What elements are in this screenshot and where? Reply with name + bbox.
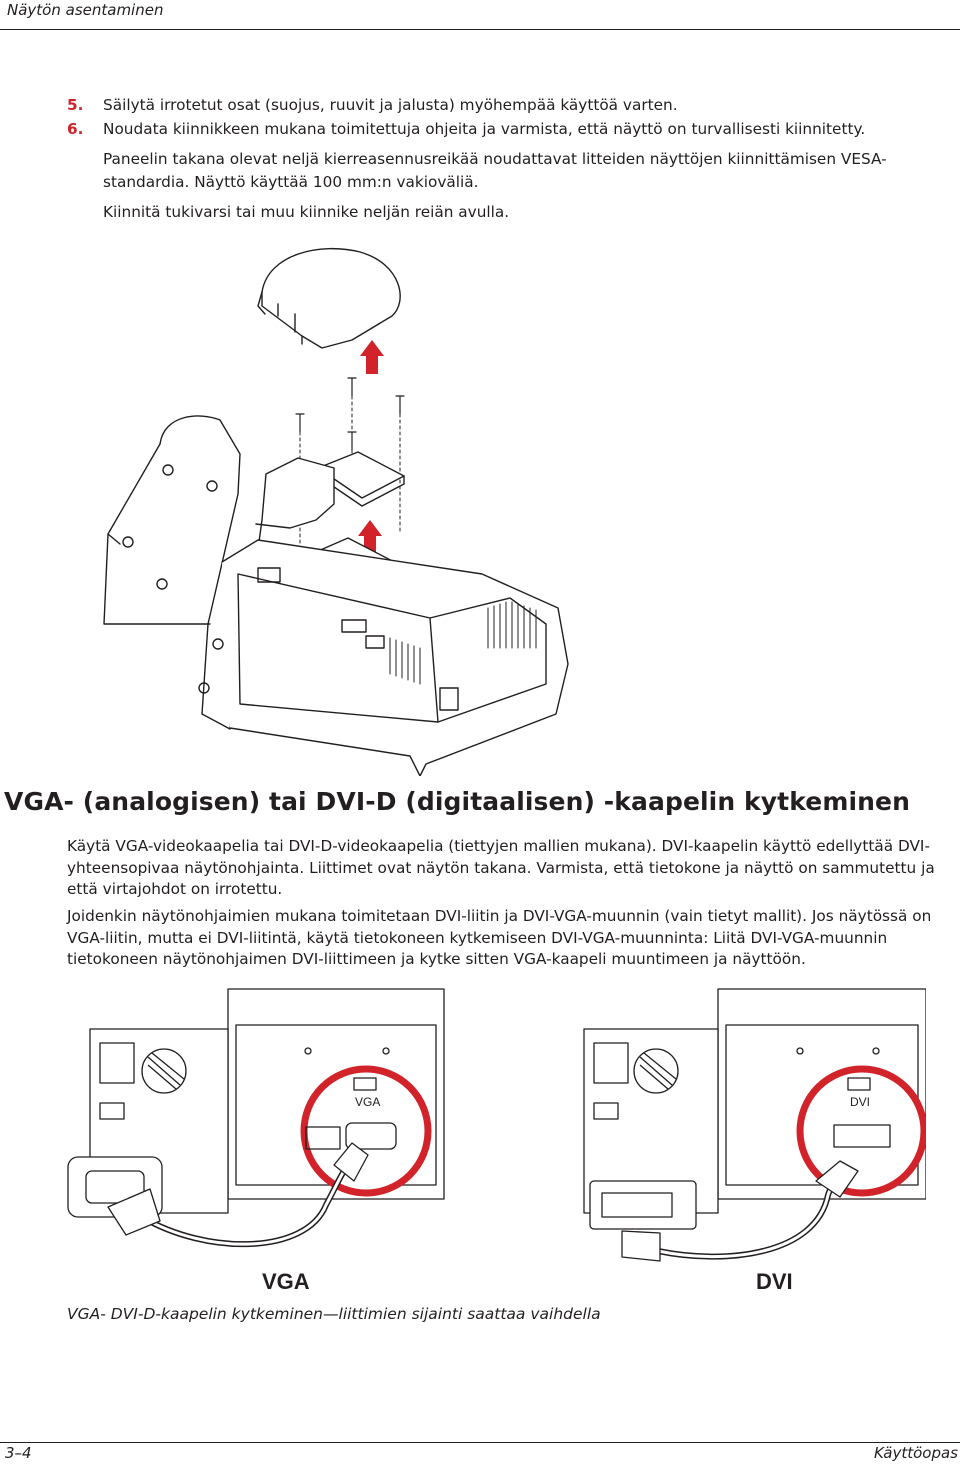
pc-tower — [583, 1028, 719, 1214]
red-arrow-up-icon — [360, 340, 384, 374]
dvi-port-label: DVI — [850, 1095, 870, 1109]
port-magnifier — [300, 1065, 432, 1197]
page-number: 3–4 — [5, 1444, 32, 1462]
dvi-port-icon — [341, 619, 367, 633]
running-head: Näytön asentaminen — [7, 1, 164, 19]
fan-icon — [141, 1048, 187, 1094]
dvi-label: DVI — [756, 1269, 793, 1294]
vga-plug-right — [333, 1142, 369, 1182]
port-magnifier — [796, 1065, 926, 1197]
step-note-vesa: Paneelin takana olevat neljä kierreasenn… — [103, 149, 887, 191]
vesa-mount-illustration — [103, 247, 569, 776]
book-title: Käyttöopas — [873, 1444, 958, 1462]
power-port-icon — [257, 567, 281, 583]
vga-port-icon — [365, 635, 385, 649]
dvi-plug-left — [621, 1230, 661, 1262]
figure-caption: VGA- DVI-D-kaapelin kytkeminen—liittimie… — [67, 1305, 601, 1323]
monitor-back-shell — [221, 539, 569, 776]
body-paragraph: Käytä VGA-videokaapelia tai DVI-D-videok… — [67, 837, 935, 899]
dvi-panel: DVI DVI — [583, 988, 926, 1294]
header-rule — [0, 29, 960, 30]
dvi-port-icon — [847, 1077, 871, 1091]
vga-port-label: VGA — [355, 1095, 380, 1109]
dvi-plug-right — [815, 1160, 859, 1198]
footer-rule — [0, 1442, 960, 1443]
stand-cover-shape — [261, 247, 401, 349]
vga-panel: VGA VGA — [67, 988, 445, 1294]
screw-icon — [295, 377, 405, 451]
step-5: 5. Säilytä irrotetut osat (suojus, ruuvi… — [67, 94, 947, 117]
step-list: 5. Säilytä irrotetut osat (suojus, ruuvi… — [67, 94, 947, 225]
section-heading: VGA- (analogisen) tai DVI-D (digitaalise… — [4, 787, 910, 816]
body-paragraph: Joidenkin näytönohjaimien mukana toimite… — [67, 907, 932, 969]
fan-icon — [633, 1048, 679, 1094]
vga-plug-left — [107, 1188, 161, 1236]
red-arrow-up-icon — [358, 520, 382, 552]
step-note-mount: Kiinnitä tukivarsi tai muu kiinnike nelj… — [103, 202, 510, 221]
step-number: 5. — [67, 96, 84, 114]
step-6: 6. Noudata kiinnikkeen mukana toimitettu… — [67, 118, 947, 224]
vent-grille — [389, 601, 537, 685]
step-text: Noudata kiinnikkeen mukana toimitettuja … — [103, 119, 866, 138]
vga-port-icon — [353, 1077, 377, 1091]
cable-connection-illustration: VGA VGA DVI — [67, 988, 926, 1294]
pc-dvi-port — [589, 1180, 697, 1230]
step-number: 6. — [67, 119, 84, 138]
vga-label: VGA — [262, 1269, 310, 1294]
step-text: Säilytä irrotetut osat (suojus, ruuvit j… — [103, 96, 678, 114]
